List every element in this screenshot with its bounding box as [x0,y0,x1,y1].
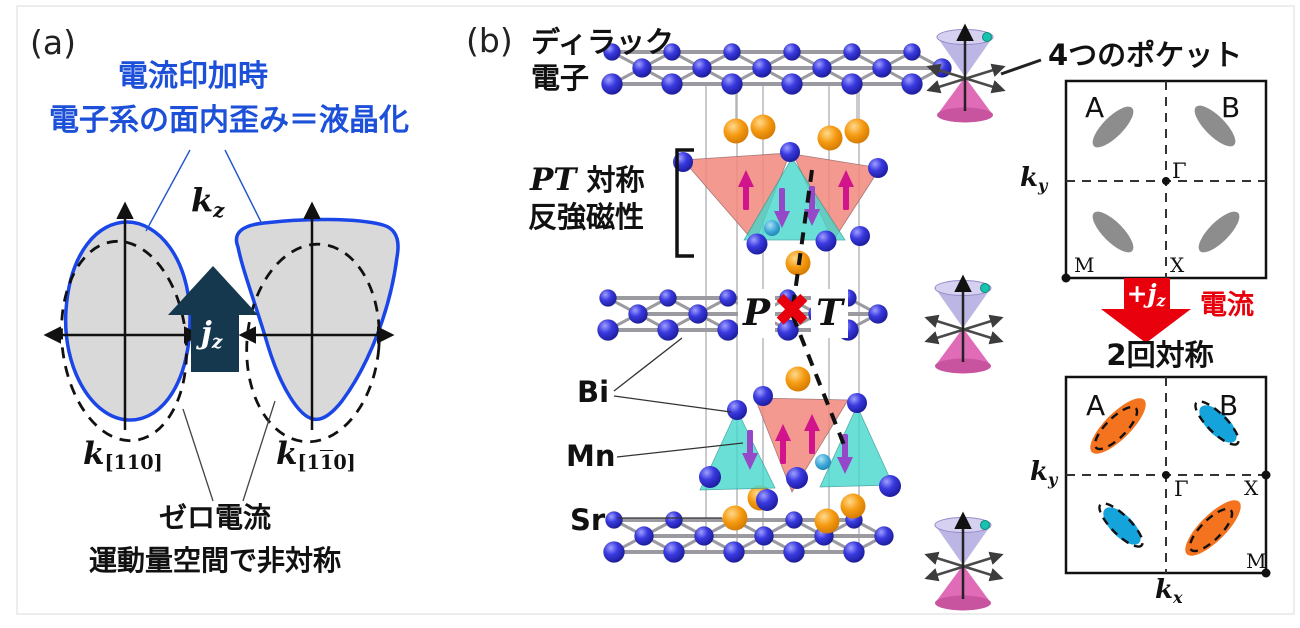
pocket-right-zero-current-dashed [245,242,381,444]
panel-b-label: (b) [466,21,513,60]
zero-current-outline [1098,502,1144,548]
pockets-leader-line [1000,58,1042,76]
kz-axis-label: kz [191,181,225,222]
bi-plane-top [601,43,952,95]
current-label: 電流 [1200,290,1254,321]
bz-bottom-kx-label: kx [1155,575,1183,607]
cyan-pocket [1103,507,1141,545]
bz-top-gamma-label: Γ [1172,159,1187,183]
current-arrow [1101,278,1191,343]
panel-a-label: (a) [30,23,76,62]
m-point [1061,273,1071,283]
jz-current-arrow [168,266,258,372]
figure-border [16,5,1295,615]
twofold-symmetry-title: 2回対称 [1106,338,1214,372]
zero-current-outline [1194,400,1240,446]
m-point [1261,568,1271,578]
caption-leader-lines [182,400,276,502]
jz-current-label: jz [201,316,223,354]
pt-pair-dashed-line [789,169,848,451]
mn-layer-lower [699,386,901,511]
x-point [1261,470,1271,480]
orange-pocket-a [1090,398,1146,454]
atom-leader-lines [613,337,744,519]
pt-symmetry-label-line1: PT 対称 [530,162,645,198]
panel-a-title-line2: 電子系の面内歪み＝液晶化 [49,103,409,138]
gray-pocket-b [1194,105,1236,147]
k1bar10-axis-label: k[110] [276,436,356,475]
panel-a-caption-line1: ゼロ電流 [158,501,271,534]
bz-bottom-m-label: M [1246,549,1267,573]
bz-top-pocket-b-label: B [1221,91,1241,124]
dirac-electron-label-line1: ディラック [531,25,674,59]
time-reversal-symbol: T [811,289,848,338]
atom-label-mn: Mn [566,439,616,473]
atom-label-bi: Bi [577,375,610,409]
plus-jz-label: +jz [1126,279,1166,311]
panel-a-momentum-diagram [43,149,400,502]
bz-bottom-twofold [1064,375,1271,578]
gamma-point [1162,177,1170,185]
dirac-electron-label-line2: 電子 [531,61,590,95]
pocket-axes [43,201,395,430]
dirac-cone-icon [927,515,1001,611]
dirac-cone-icon [927,278,1001,374]
k110-axis-label: k[110] [83,436,163,475]
bz-top-four-pockets [1061,79,1268,283]
gamma-point [1162,471,1170,479]
bi-plane-bottom [603,511,894,563]
bz-bottom-x-label: X [1244,476,1259,500]
pt-symmetry-label-line2: 反強磁性 [528,200,645,234]
parity-symbol: P [738,289,775,338]
panel-a-caption-line2: 運動量空間で非対称 [88,544,341,577]
gray-pocket [1092,211,1134,253]
bz-bottom-gamma-label: Γ [1174,477,1189,501]
bz-bottom-ky-label: ky [1030,457,1058,489]
title-leader-lines [145,149,263,232]
four-pockets-title: 4つのポケット [1048,38,1243,72]
gray-pocket-a [1092,106,1134,148]
pocket-left-current [63,220,192,422]
panel-a-title-line1: 電流印加時 [118,59,268,94]
orange-pocket [1185,500,1241,556]
broken-symmetry-cross-icon: ✖ [772,283,812,337]
bz-top-x-label: X [1170,253,1185,277]
bz-bottom-pocket-a-label: A [1086,389,1106,422]
cyan-pocket-b [1199,405,1237,443]
bz-top-m-label: M [1074,253,1095,277]
bz-bottom-pocket-b-label: B [1219,389,1239,422]
pocket-right-current [234,217,400,422]
pt-bracket [675,148,694,258]
bz-top-pocket-a-label: A [1085,91,1105,124]
mn-layer-upper [673,142,888,255]
gray-pocket [1198,211,1240,253]
atom-label-sr: Sr [570,503,606,537]
bz-top-ky-label: ky [1020,163,1048,195]
